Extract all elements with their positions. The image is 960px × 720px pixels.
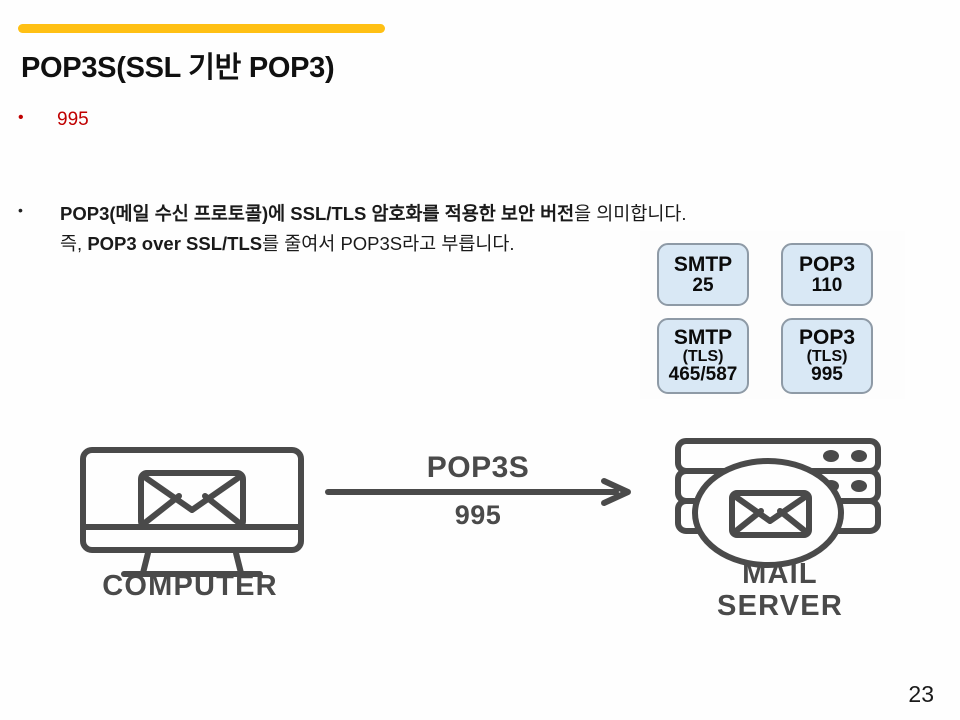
port-box-smtp: SMTP 25 xyxy=(657,243,749,306)
bullet-item-port: • 995 xyxy=(18,106,89,134)
port-box-sub: (TLS) xyxy=(806,347,848,365)
port-box-pop3-tls: POP3 (TLS) 995 xyxy=(781,318,873,394)
port-box-name: POP3 xyxy=(798,252,856,276)
port-box-name: SMTP xyxy=(673,252,733,276)
diagram-graphics xyxy=(80,438,881,577)
port-reference-image: SMTP 25 POP3 110 SMTP (TLS) 465/587 POP3… xyxy=(640,231,905,399)
flow-protocol-label: POP3S xyxy=(426,451,530,484)
title-accent-bar xyxy=(18,24,385,33)
bullet-marker: • xyxy=(18,202,23,218)
desc-line2-bold: POP3 over SSL/TLS xyxy=(87,232,263,254)
envelope-icon xyxy=(138,470,246,530)
desc-line1-bold: POP3(메일 수신 프로토콜)에 SSL/TLS 암호화를 적용한 보안 버전 xyxy=(60,203,575,224)
port-box-number: 995 xyxy=(811,364,843,386)
port-box-number: 25 xyxy=(692,274,714,296)
mail-server-label: MAIL SERVER xyxy=(680,558,880,623)
computer-icon xyxy=(80,447,304,577)
flow-arrow xyxy=(325,478,631,506)
mail-server-icon xyxy=(675,438,881,568)
port-box-pop3: POP3 110 xyxy=(781,243,873,306)
protocol-flow-diagram: POP3S 995 COMPUTER MAIL SERVER xyxy=(0,415,960,645)
bullet-item-description: • POP3(메일 수신 프로토콜)에 SSL/TLS 암호화를 적용한 보안 … xyxy=(18,199,868,259)
bullet-description-text: POP3(메일 수신 프로토콜)에 SSL/TLS 암호화를 적용한 보안 버전… xyxy=(34,199,687,259)
mail-server-label-line1: MAIL xyxy=(742,558,818,590)
desc-line2-suffix: 를 줄여서 POP3S라고 부릅니다. xyxy=(262,232,515,254)
port-box-sub: (TLS) xyxy=(682,347,724,365)
server-envelope-badge xyxy=(692,458,844,568)
port-box-name: SMTP xyxy=(673,325,733,349)
desc-line1-normal: 을 의미합니다. xyxy=(574,203,687,224)
bullet-marker: • xyxy=(18,109,24,126)
port-box-number: 110 xyxy=(811,274,843,296)
flow-port-label: 995 xyxy=(454,500,502,530)
port-box-number: 465/587 xyxy=(668,364,738,386)
desc-line2-prefix: 즉, xyxy=(60,232,88,254)
page-title: POP3S(SSL 기반 POP3) xyxy=(21,52,335,84)
computer-label: COMPUTER xyxy=(102,570,278,602)
bullet-label-port: 995 xyxy=(57,109,89,130)
port-box-smtp-tls: SMTP (TLS) 465/587 xyxy=(657,318,749,394)
page-number: 23 xyxy=(908,681,934,707)
port-box-name: POP3 xyxy=(798,325,856,349)
mail-server-label-line2: SERVER xyxy=(717,590,843,623)
